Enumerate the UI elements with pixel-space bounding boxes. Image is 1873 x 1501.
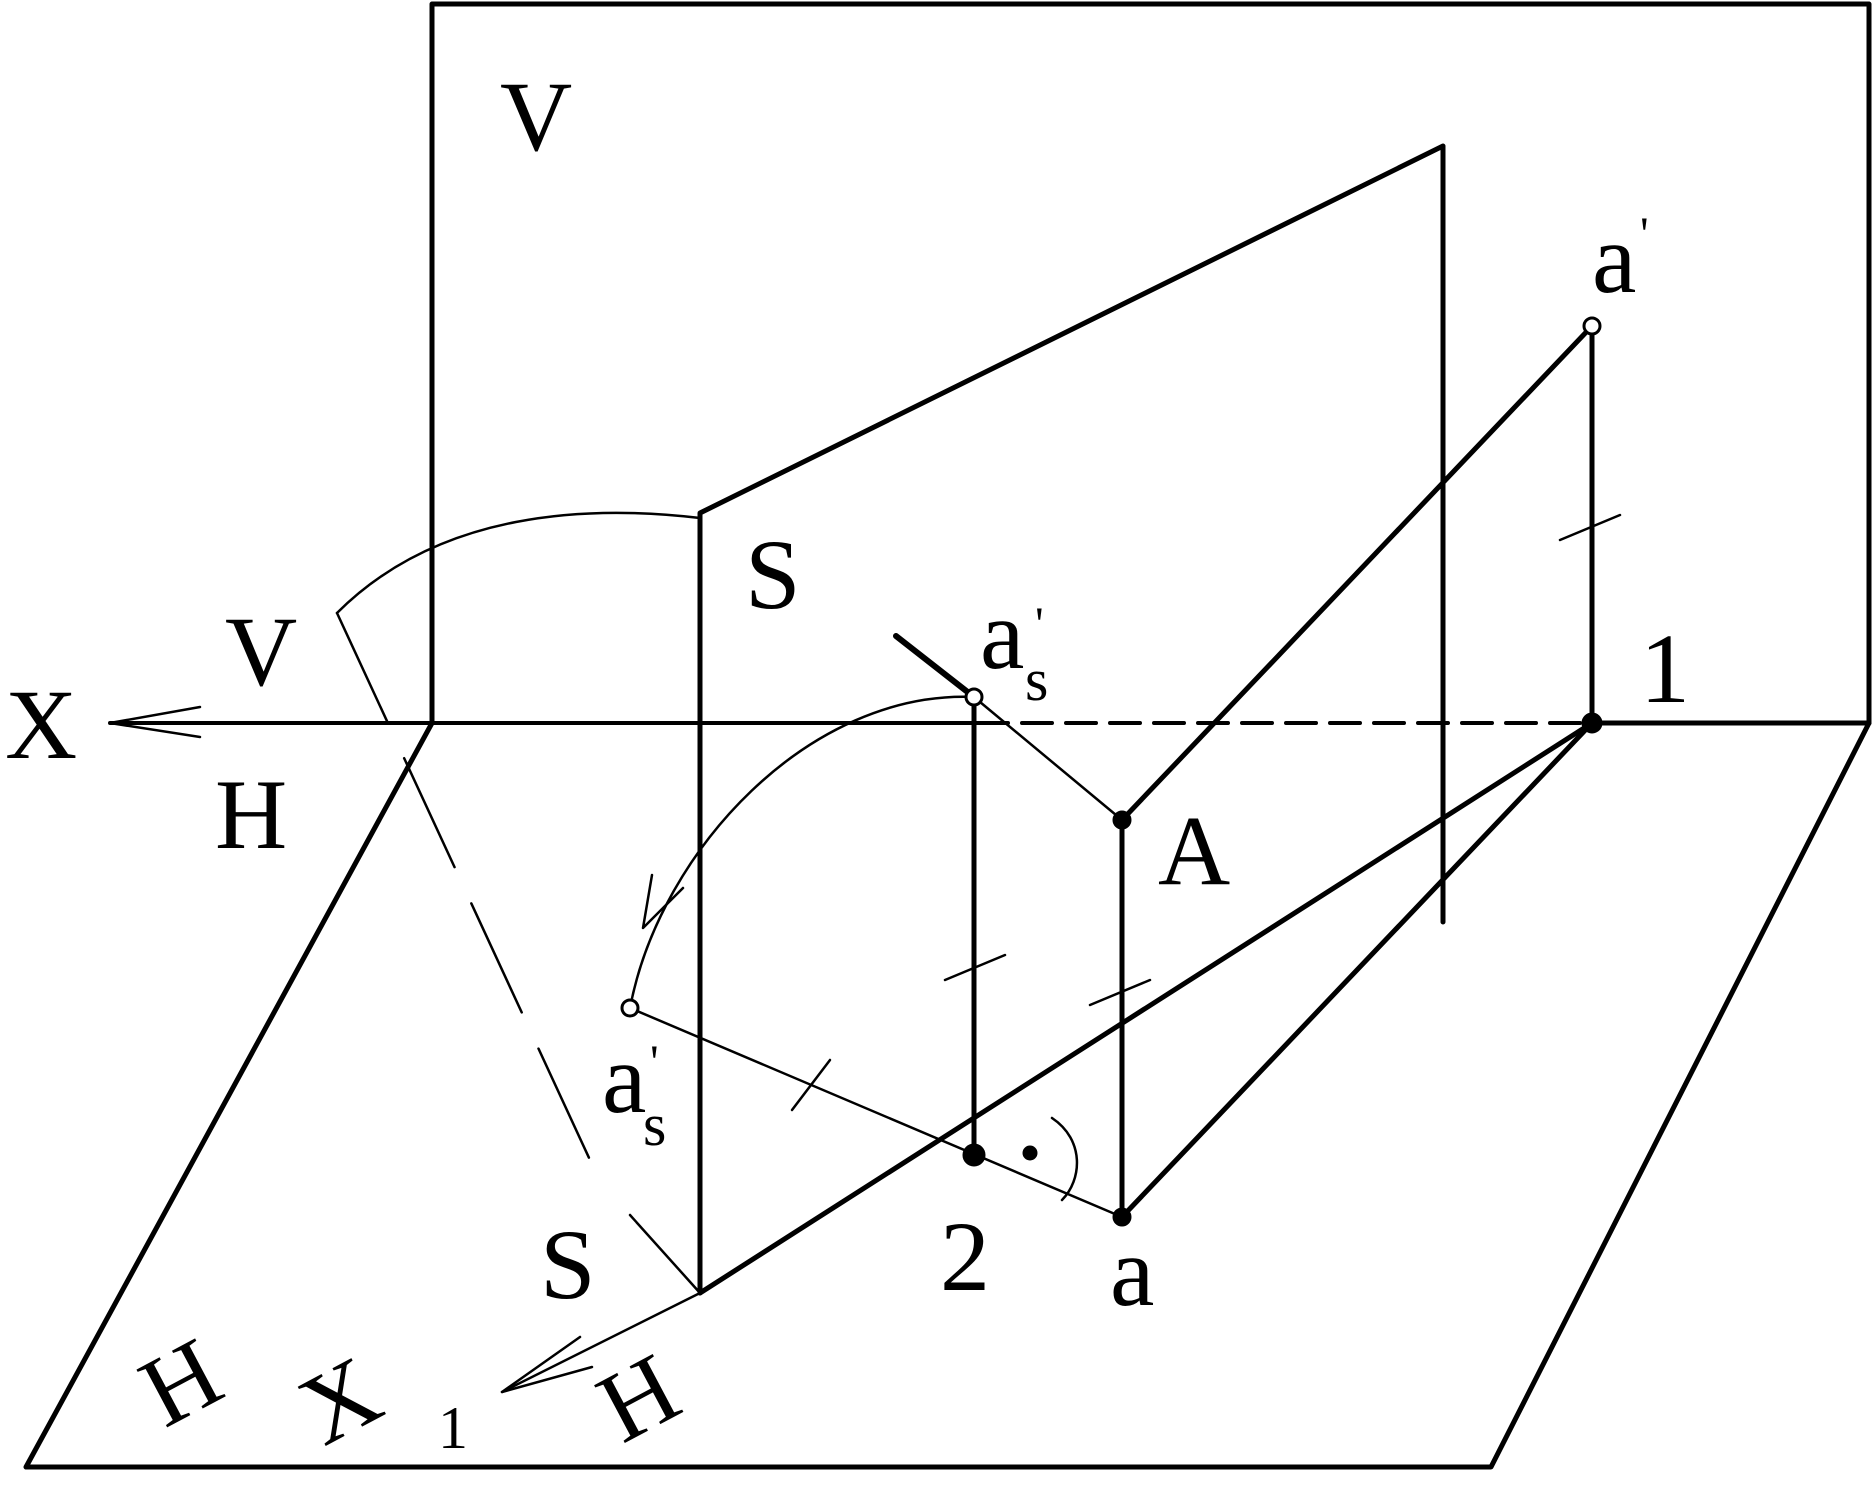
label-axis-x1: X (282, 1335, 398, 1467)
label-as-prime-sub: s (1025, 647, 1048, 713)
right-angle-dot (1022, 1145, 1038, 1161)
label-axis-x: X (5, 669, 77, 780)
label-axis-x1-sub: 1 (438, 1395, 468, 1461)
plane-rotation-line-end (628, 1213, 702, 1295)
label-point-A: A (1158, 795, 1230, 906)
label-as-prime-mark: ' (1035, 598, 1044, 651)
tick-A-a (1088, 978, 1152, 1007)
label-plane-s-lower: S (540, 1209, 596, 1320)
point-1-marker (1581, 712, 1603, 734)
label-point-2: 2 (940, 1201, 990, 1312)
line-1-to-a (1119, 720, 1595, 1220)
tick-a-prime-1 (1558, 513, 1622, 542)
line-as-prime-to-A (972, 695, 1124, 822)
plane-rotation-line (335, 611, 592, 1162)
label-axis-h: H (215, 759, 287, 870)
plane-s-outline (697, 143, 1446, 1296)
label-axis-v: V (225, 596, 297, 707)
plane-h-outline (23, 720, 1872, 1470)
tick-projector-2 (943, 953, 1007, 982)
label-h-bottom-left: H (123, 1316, 239, 1448)
label-plane-v: V (500, 61, 572, 172)
rotation-arc-arrow (641, 873, 685, 930)
label-a-prime-mark: ' (1640, 208, 1649, 261)
label-h-bottom-right: H (581, 1332, 697, 1464)
point-as-prime-marker (964, 687, 984, 707)
point-2-marker (962, 1143, 986, 1167)
point-a-prime-marker (1582, 316, 1602, 336)
label-point-1: 1 (1640, 613, 1690, 724)
rotation-arc (628, 695, 976, 1010)
label-point-a: a (1110, 1216, 1154, 1327)
plane-rotation-arc (335, 511, 702, 615)
axis-x-arrow (108, 705, 202, 739)
label-as-prime: a (980, 579, 1024, 690)
tick-rotated-segment (790, 1058, 832, 1112)
point-A-marker (1112, 810, 1132, 830)
trace-s-on-h (697, 720, 1595, 1296)
right-angle-arc (1050, 1116, 1079, 1202)
line-rotated-as-through-2-to-a (628, 1006, 1124, 1219)
label-rotated-as-sub: s (643, 1092, 666, 1158)
pointer-as-prime (893, 633, 977, 700)
label-plane-s-upper: S (745, 519, 801, 630)
label-rotated-as-mark: ' (650, 1036, 659, 1089)
label-rotated-as: a (602, 1023, 646, 1134)
axis-x1-line (500, 1291, 702, 1394)
plane-v-outline (429, 1, 1872, 726)
point-rotated-as-marker (620, 998, 640, 1018)
axis-x1-arrow (500, 1335, 594, 1394)
label-a-prime: a (1592, 203, 1636, 314)
line-a-prime-to-A (1119, 323, 1595, 823)
point-a-marker (1112, 1207, 1132, 1227)
